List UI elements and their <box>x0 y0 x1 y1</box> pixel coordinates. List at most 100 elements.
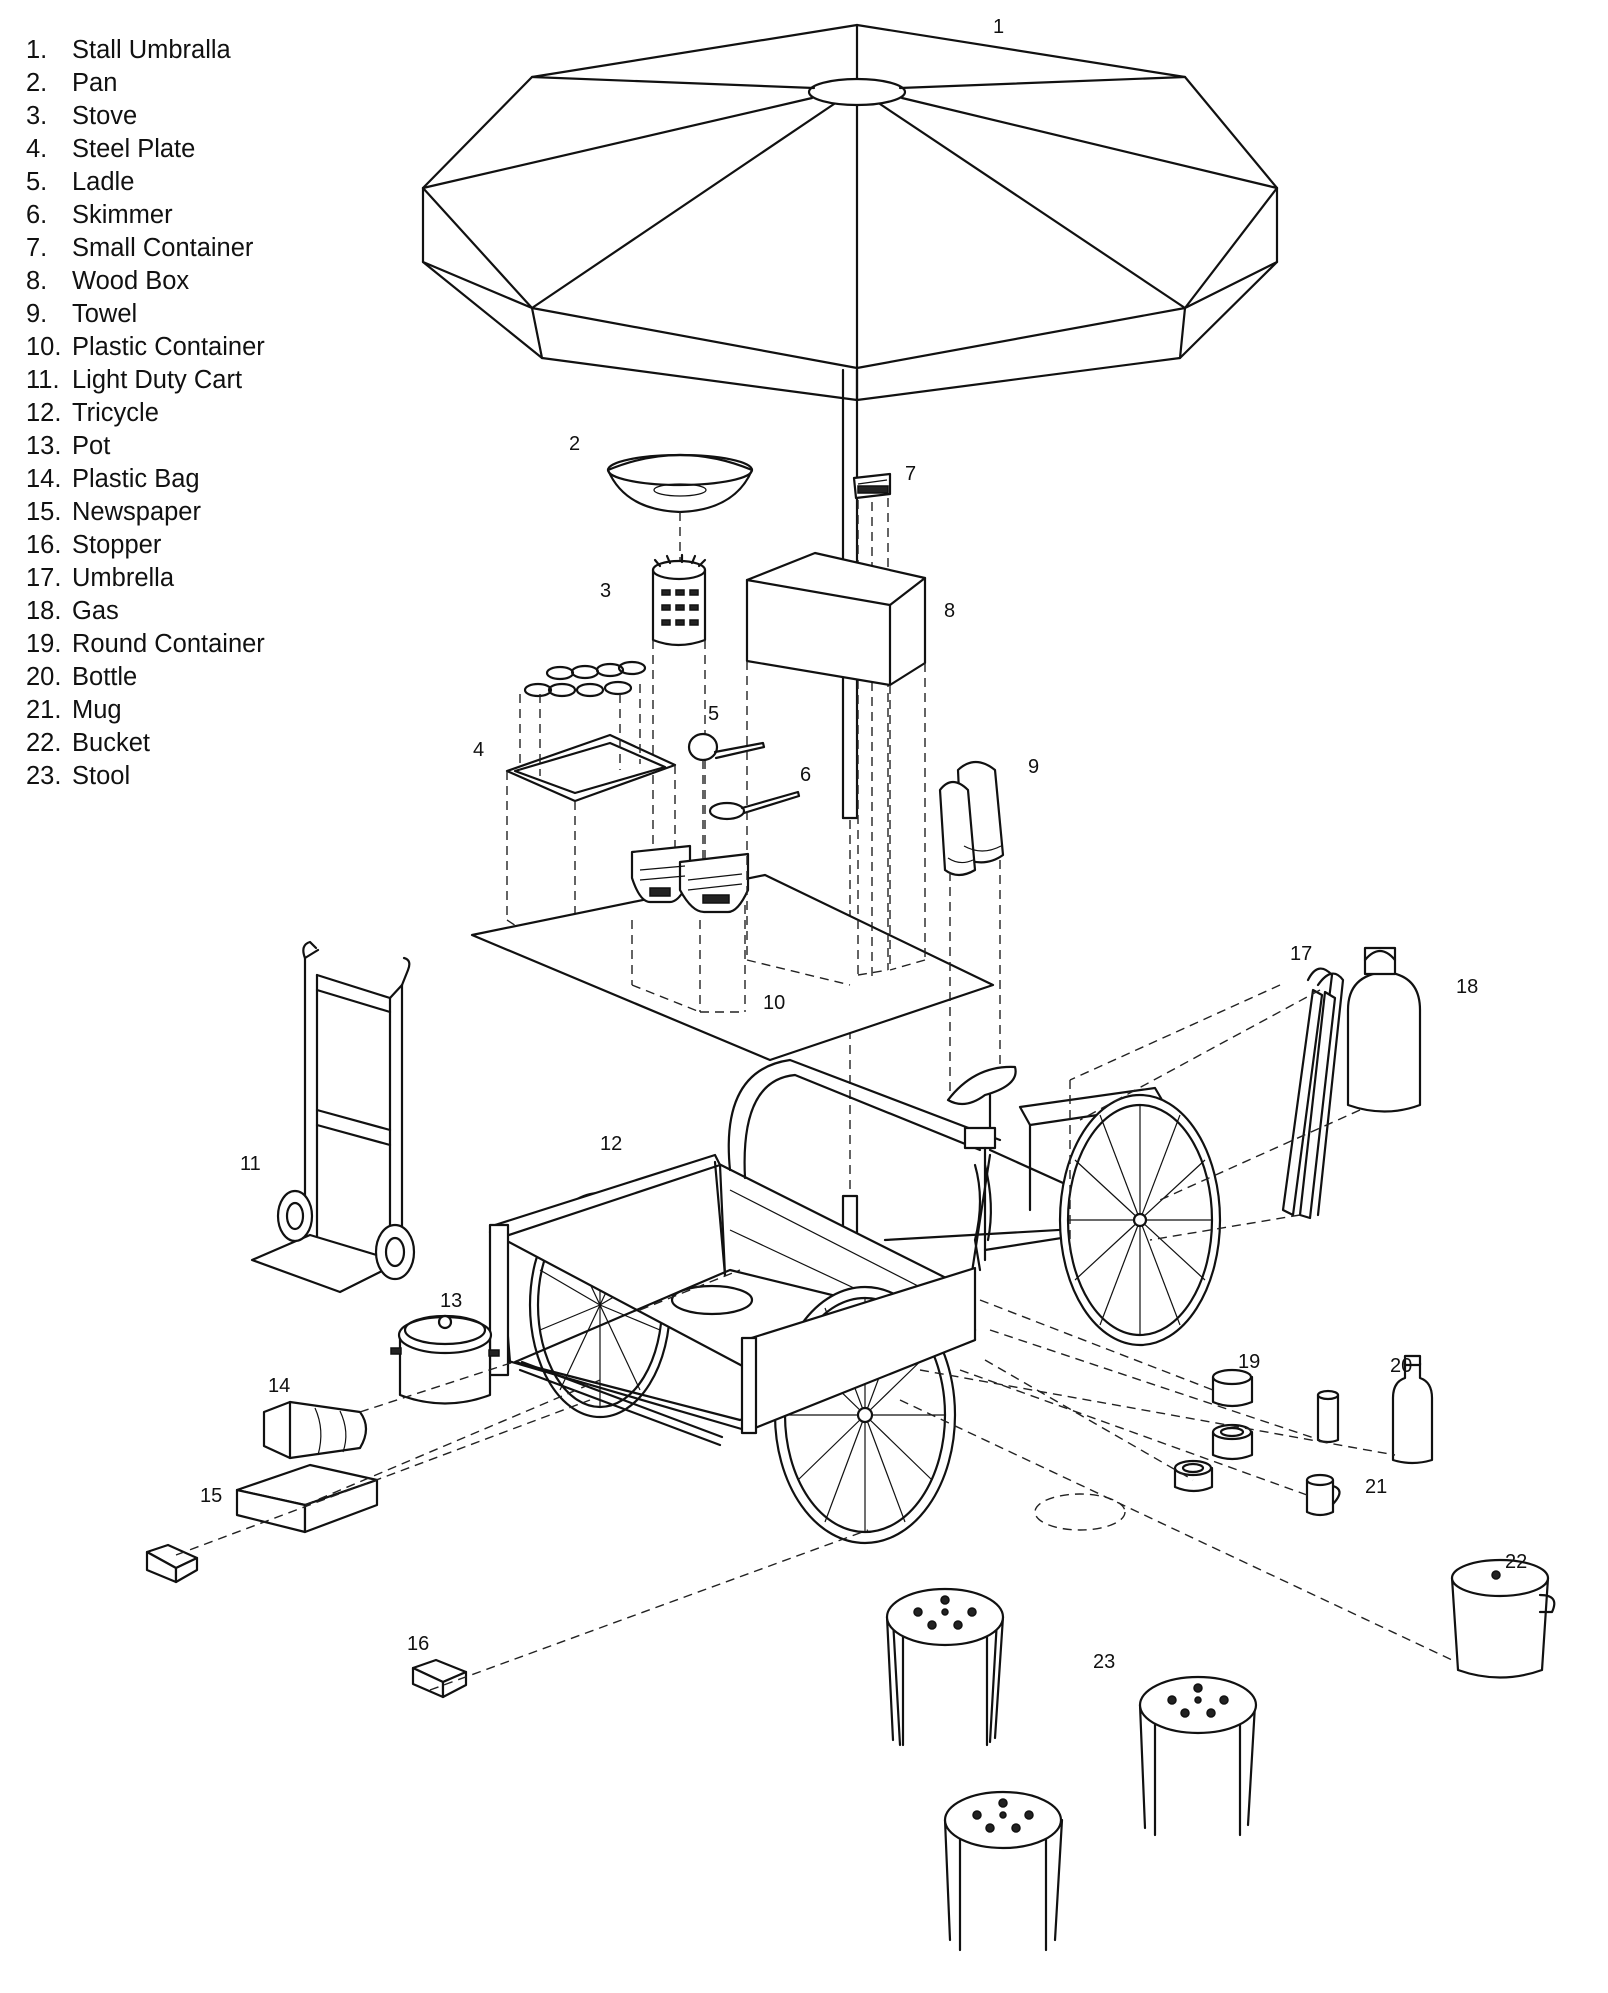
callout-13: 13 <box>440 1290 462 1312</box>
legend-item: 17. Umbrella <box>26 562 265 595</box>
legend-item-number: 16. <box>26 531 62 559</box>
callout-2: 2 <box>569 433 580 455</box>
legend-item: 12. Tricycle <box>26 397 265 430</box>
legend-item: 16. Stopper <box>26 529 265 562</box>
pan-part <box>606 453 754 560</box>
legend-item-label: Small Container <box>72 234 254 262</box>
callout-20: 20 <box>1390 1355 1412 1377</box>
legend-item-number: 1. <box>26 36 48 64</box>
legend-item-label: Round Container <box>72 630 265 658</box>
legend-item-label: Bucket <box>72 729 150 757</box>
stool-part-3 <box>943 1790 1064 1952</box>
newspaper-part <box>235 1463 379 1534</box>
legend-item-number: 3. <box>26 102 48 130</box>
callout-12: 12 <box>600 1133 622 1155</box>
legend-item-number: 8. <box>26 267 48 295</box>
legend-item-label: Tricycle <box>72 399 159 427</box>
callout-9: 9 <box>1028 756 1039 778</box>
stool-part-1 <box>885 1587 1005 1747</box>
legend-item: 2. Pan <box>26 67 265 100</box>
legend-item: 13. Pot <box>26 430 265 463</box>
towel-part <box>938 760 1005 1100</box>
legend-item-label: Newspaper <box>72 498 201 526</box>
legend-item-number: 5. <box>26 168 48 196</box>
ladle-part <box>687 732 766 860</box>
legend-item-number: 2. <box>26 69 48 97</box>
callout-23: 23 <box>1093 1651 1115 1673</box>
legend-item-label: Umbrella <box>72 564 175 592</box>
legend-item-label: Bottle <box>72 663 138 691</box>
legend-item-label: Plastic Container <box>72 333 265 361</box>
legend-item-label: Pan <box>72 69 118 97</box>
legend-item: 1. Stall Umbralla <box>26 34 265 67</box>
legend-item-label: Towel <box>72 300 138 328</box>
stopper-part-bottom <box>411 1658 468 1699</box>
bucket-part <box>1450 1558 1556 1679</box>
callout-3: 3 <box>600 580 611 602</box>
legend-item: 20. Bottle <box>26 661 265 694</box>
skimmer-part <box>708 790 801 821</box>
light-duty-cart-part <box>250 940 416 1294</box>
legend-item: 15. Newspaper <box>26 496 265 529</box>
legend-item-label: Stall Umbralla <box>72 36 231 64</box>
legend-item-number: 19. <box>26 630 62 658</box>
legend-item-number: 12. <box>26 399 62 427</box>
legend-item-number: 17. <box>26 564 62 592</box>
callout-16: 16 <box>407 1633 429 1655</box>
legend-item-number: 23. <box>26 762 62 790</box>
legend-item: 23.Stool <box>26 760 265 793</box>
legend-item-label: Steel Plate <box>72 135 196 163</box>
assembly-lines <box>175 984 1453 1691</box>
stool-part-2 <box>1138 1675 1258 1837</box>
legend-item-number: 20. <box>26 663 62 691</box>
legend-item-label: Wood Box <box>72 267 190 295</box>
legend-item-number: 7. <box>26 234 48 262</box>
bottle-part <box>1391 1354 1434 1465</box>
callout-10: 10 <box>763 992 785 1014</box>
gas-cylinder-part <box>1346 946 1422 1113</box>
wood-box-part <box>745 551 927 986</box>
legend-item-number: 10. <box>26 333 62 361</box>
callout-4: 4 <box>473 739 484 761</box>
legend-item-label: Skimmer <box>72 201 173 229</box>
steel-plate-part <box>505 660 677 966</box>
callout-6: 6 <box>800 764 811 786</box>
plastic-container-part <box>470 844 995 1062</box>
legend-item-label: Gas <box>72 597 119 625</box>
legend-item: 9. Towel <box>26 298 265 331</box>
legend-item: 19. Round Container <box>26 628 265 661</box>
callout-labels: 1 2 3 4 5 6 7 8 9 10 11 12 13 14 15 16 1… <box>200 16 1527 1673</box>
legend-item-number: 13. <box>26 432 62 460</box>
callout-11: 11 <box>240 1153 261 1175</box>
legend-item: 6. Skimmer <box>26 199 265 232</box>
legend-item-number: 9. <box>26 300 48 328</box>
stall-umbrella-part <box>421 23 1279 1268</box>
round-container-part <box>1173 1368 1340 1493</box>
small-container-part <box>852 472 892 980</box>
callout-14: 14 <box>268 1375 290 1397</box>
legend-item-label: Stopper <box>72 531 162 559</box>
legend-item-label: Pot <box>72 432 111 460</box>
callout-8: 8 <box>944 600 955 622</box>
tricycle-part <box>488 1058 1222 1545</box>
pot-part <box>390 1314 500 1405</box>
callout-19: 19 <box>1238 1351 1260 1373</box>
legend-item: 8. Wood Box <box>26 265 265 298</box>
umbrella-part <box>1281 967 1345 1220</box>
legend-item: 11. Light Duty Cart <box>26 364 265 397</box>
callout-1: 1 <box>993 16 1004 38</box>
plastic-bag-part <box>262 1400 368 1460</box>
legend-item-label: Stove <box>72 102 138 130</box>
callout-18: 18 <box>1456 976 1478 998</box>
legend-item: 5.Ladle <box>26 166 265 199</box>
legend-item-number: 6. <box>26 201 48 229</box>
legend-item-number: 11. <box>26 366 60 394</box>
legend-item-number: 15. <box>26 498 62 526</box>
legend-item-label: Light Duty Cart <box>72 366 243 394</box>
legend-item: 21.Mug <box>26 694 265 727</box>
legend-item: 18.Gas <box>26 595 265 628</box>
callout-7: 7 <box>905 463 916 485</box>
legend-item-number: 14. <box>26 465 62 493</box>
